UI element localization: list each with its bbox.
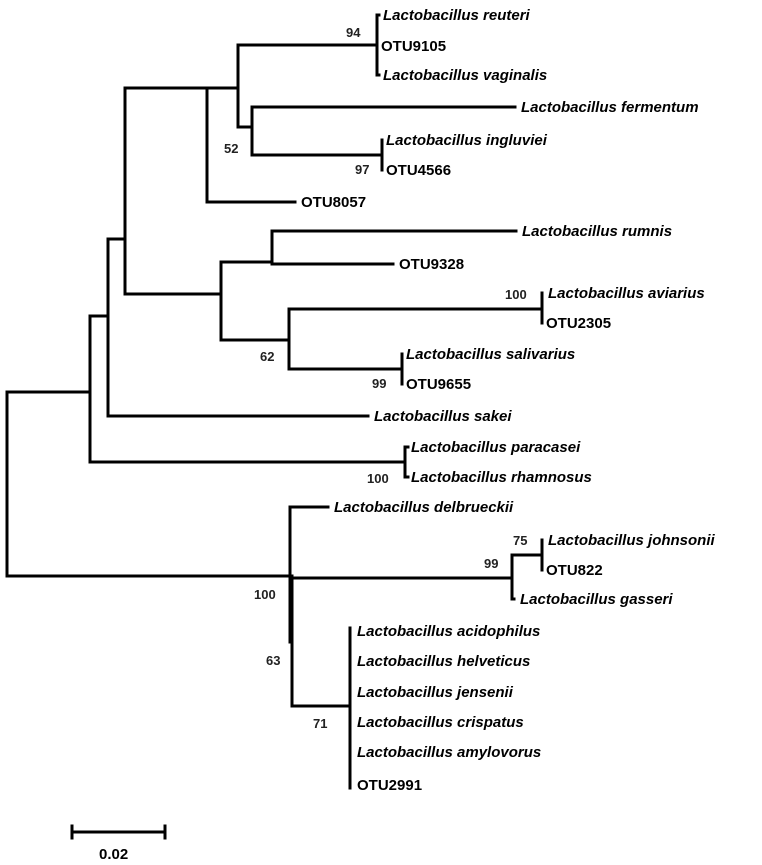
taxon-label: Lactobacillus johnsonii — [548, 532, 716, 549]
bootstrap-value: 94 — [346, 25, 361, 40]
taxon-label: Lactobacillus rumnis — [522, 223, 672, 240]
taxon-label: Lactobacillus fermentum — [521, 99, 699, 116]
taxon-label: Lactobacillus jensenii — [357, 684, 514, 701]
taxon-label: Lactobacillus reuteri — [383, 7, 531, 24]
taxon-label: Lactobacillus crispatus — [357, 714, 524, 731]
taxon-label: Lactobacillus amylovorus — [357, 744, 541, 761]
bootstrap-value: 62 — [260, 349, 274, 364]
taxon-label: Lactobacillus gasseri — [520, 591, 673, 608]
taxon-label: Lactobacillus sakei — [374, 408, 512, 425]
taxon-label: OTU9105 — [381, 38, 446, 55]
bootstrap-value: 100 — [505, 287, 527, 302]
taxon-labels: Lactobacillus reuteri OTU9105 Lactobacil… — [301, 7, 716, 794]
bootstrap-value: 100 — [367, 471, 389, 486]
scale-bar: 0.02 — [70, 824, 167, 863]
taxon-label: OTU2305 — [546, 315, 611, 332]
bootstrap-value: 52 — [224, 141, 238, 156]
bootstrap-values: 94 52 97 100 62 99 100 75 99 100 63 71 — [224, 25, 527, 731]
taxon-label: OTU9655 — [406, 376, 471, 393]
taxon-label: Lactobacillus acidophilus — [357, 623, 540, 640]
taxon-label: Lactobacillus ingluviei — [386, 132, 548, 149]
taxon-label: Lactobacillus salivarius — [406, 346, 575, 363]
bootstrap-value: 97 — [355, 162, 369, 177]
taxon-label: OTU9328 — [399, 256, 464, 273]
bootstrap-value: 100 — [254, 587, 276, 602]
bootstrap-value: 75 — [513, 533, 527, 548]
bootstrap-value: 71 — [313, 716, 327, 731]
taxon-label: OTU2991 — [357, 777, 422, 794]
tree-branches — [5, 13, 544, 790]
taxon-label: Lactobacillus delbrueckii — [334, 499, 514, 516]
taxon-label: Lactobacillus helveticus — [357, 653, 530, 670]
taxon-label: Lactobacillus aviarius — [548, 285, 705, 302]
bootstrap-value: 63 — [266, 653, 280, 668]
scale-bar-label: 0.02 — [99, 846, 128, 863]
taxon-label: Lactobacillus paracasei — [411, 439, 581, 456]
bootstrap-value: 99 — [484, 556, 498, 571]
taxon-label: OTU822 — [546, 562, 603, 579]
taxon-label: Lactobacillus vaginalis — [383, 67, 547, 84]
taxon-label: Lactobacillus rhamnosus — [411, 469, 592, 486]
taxon-label: OTU4566 — [386, 162, 451, 179]
bootstrap-value: 99 — [372, 376, 386, 391]
taxon-label: OTU8057 — [301, 194, 366, 211]
